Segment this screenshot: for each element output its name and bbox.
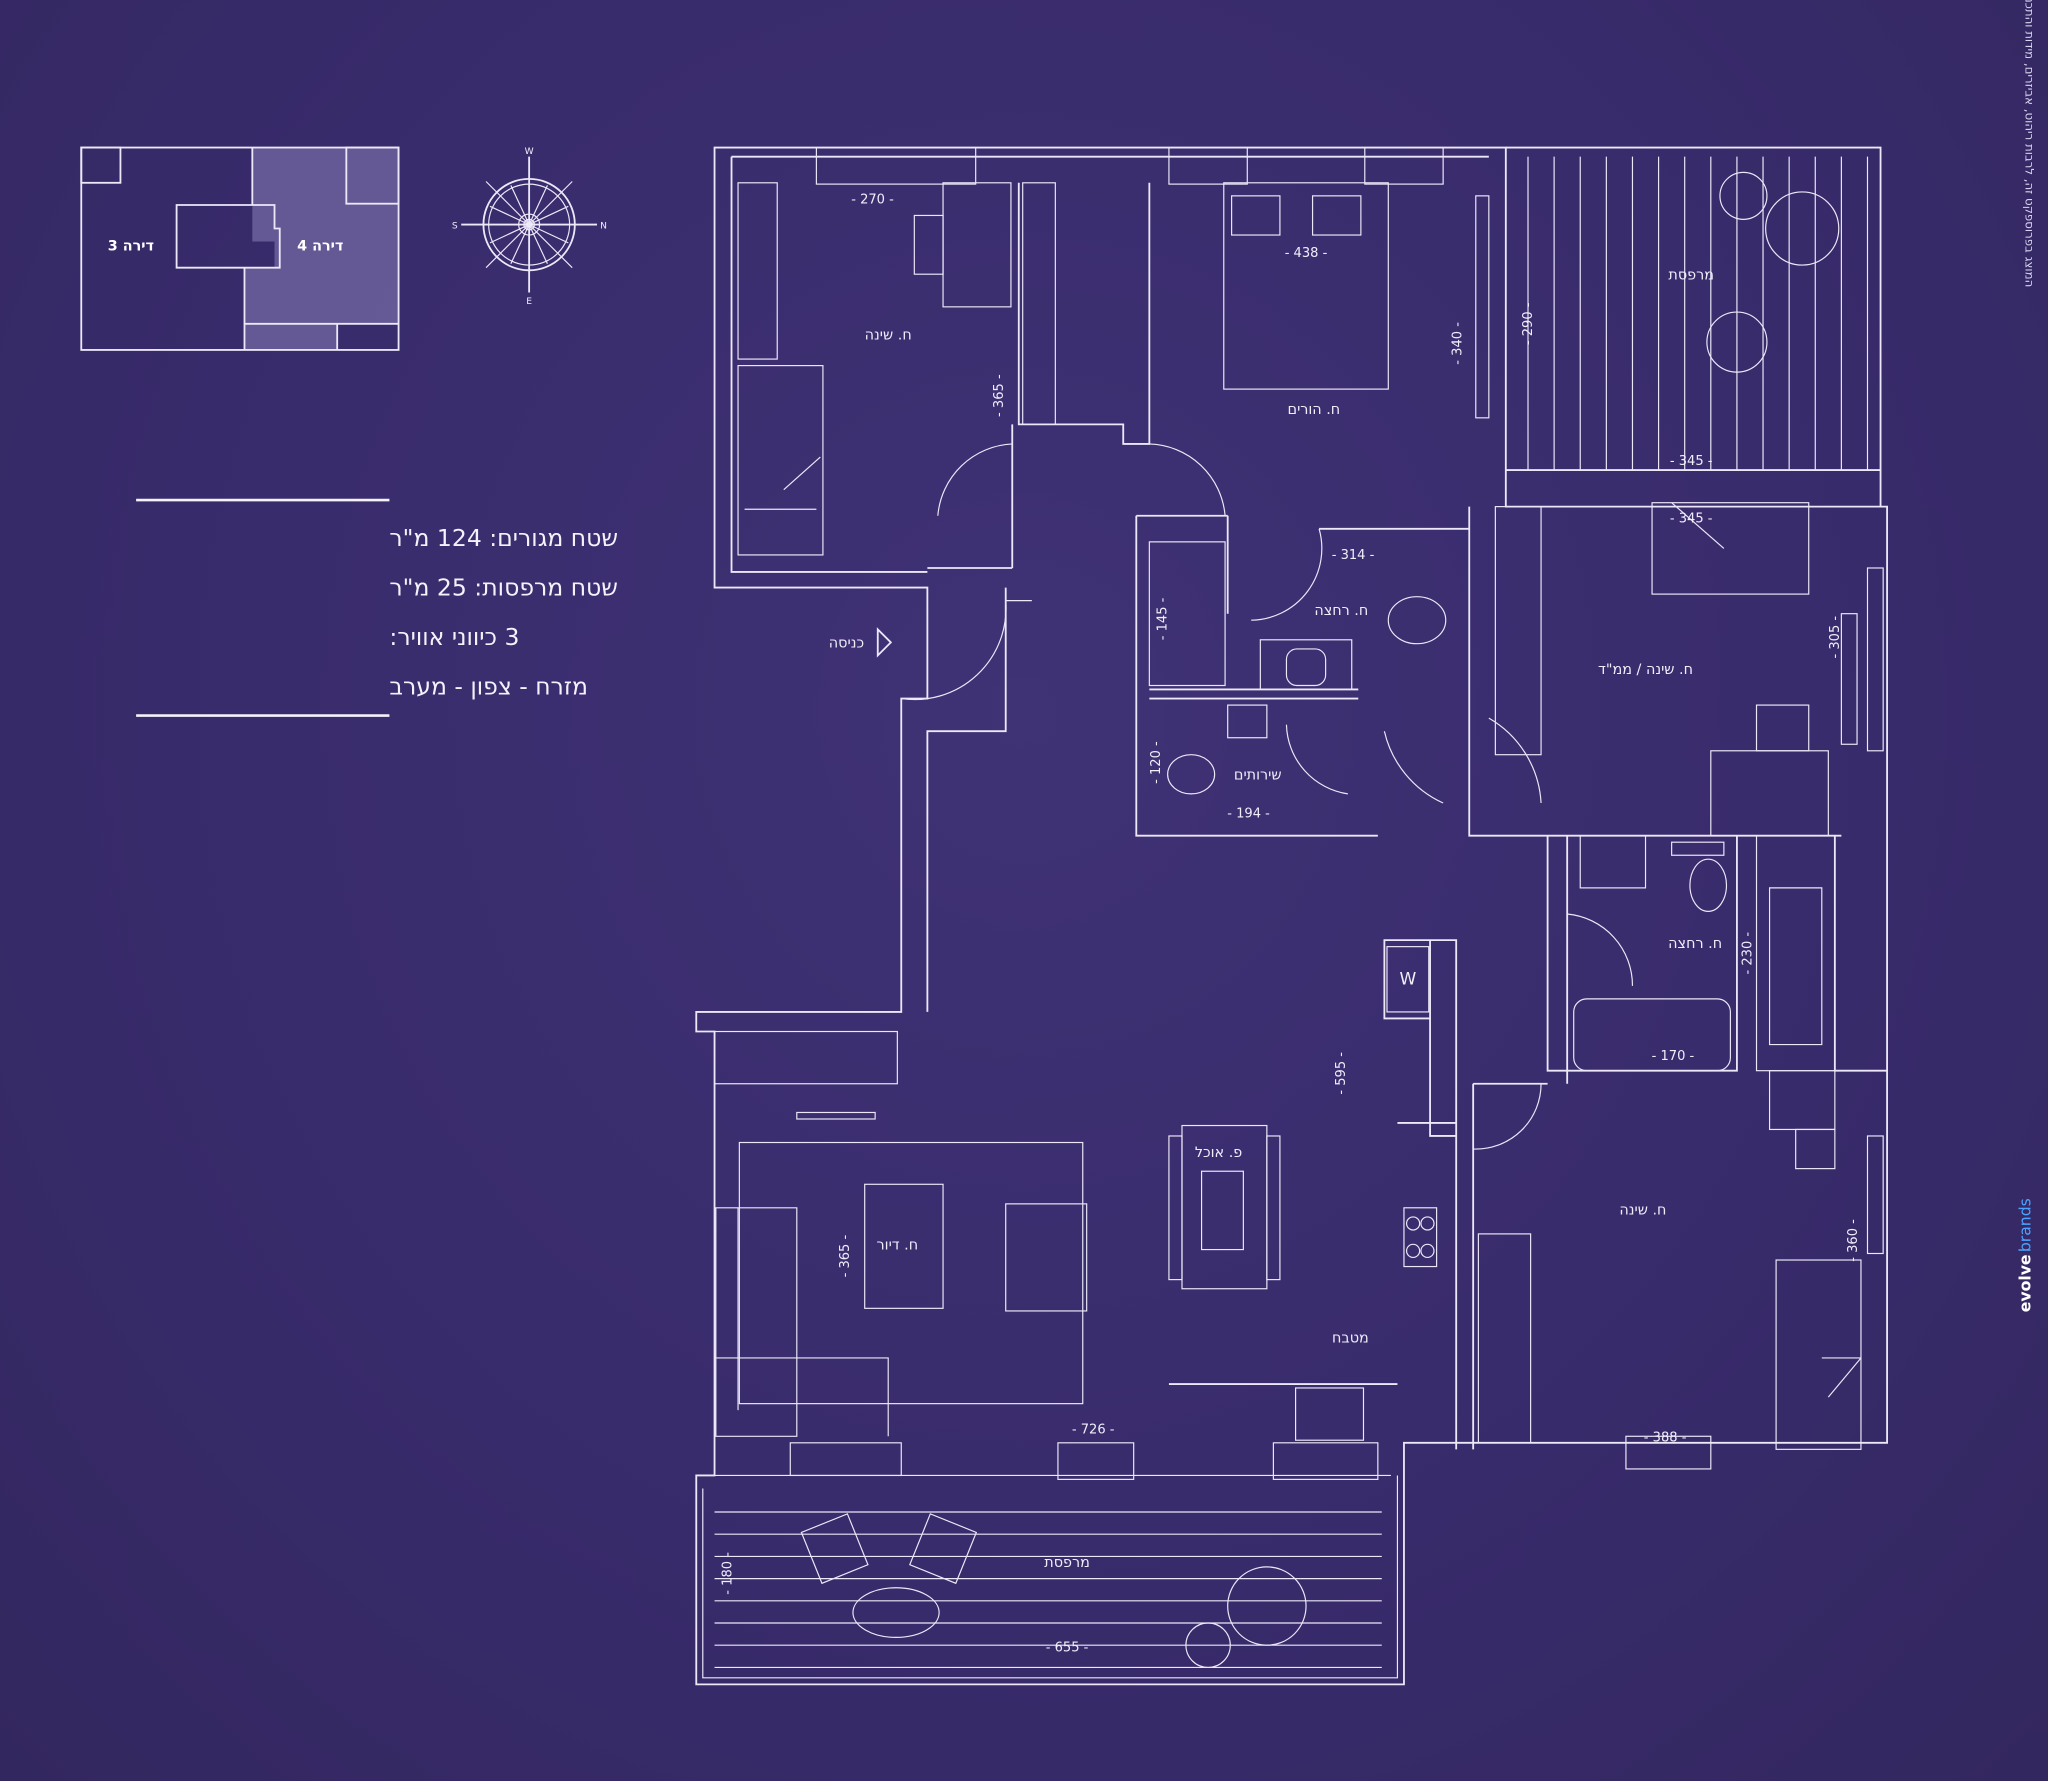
brand-logo-part1: evolve [2016, 1254, 2035, 1312]
plant-icon [1765, 191, 1840, 266]
plant-icon [1227, 1566, 1307, 1646]
dimension-label: - 170 - [1652, 1049, 1695, 1064]
disclaimer-text: המוצג בפרוספקט זה, לרבות ריהוט, אביזרים,… [2022, 0, 2036, 287]
living-area-text: שטח מגורים: 124 מ"ר [389, 524, 618, 552]
dimension-label: - 655 - [1046, 1641, 1089, 1656]
entrance-arrow-icon [876, 627, 893, 658]
room-label-bedroom-3: ח. שינה [1619, 1202, 1666, 1218]
compass-south-label: S [452, 222, 458, 232]
dimension-label: - 305 - [1828, 616, 1843, 659]
dimension-label: - 270 - [851, 193, 894, 208]
compass-icon: W N S E [452, 147, 607, 307]
room-label-bedroom-1: ח. שינה [865, 327, 912, 343]
washer-label: W [1399, 970, 1416, 990]
room-label-kitchen: מטבח [1332, 1330, 1369, 1346]
dimension-label: - 388 - [1644, 1431, 1687, 1446]
floor-plan: ח. שינה ח. הורים מרפסת ח. רחצה שירותים ח… [695, 146, 1888, 1686]
dimension-label: - 595 - [1334, 1052, 1349, 1095]
room-label-living: ח. דיור [877, 1238, 919, 1254]
key-plan-apartment-3-label: דירה 3 [108, 239, 154, 255]
plant-icon [1185, 1622, 1231, 1668]
dimension-label: - 345 - [1670, 454, 1713, 469]
room-label-master-bedroom: ח. הורים [1288, 402, 1341, 418]
dimension-label: - 314 - [1332, 548, 1375, 563]
lounge-chair-icon [800, 1513, 869, 1585]
stove-icon [1403, 1207, 1438, 1268]
dimension-label: - 365 - [992, 374, 1007, 417]
dimension-label: - 345 - [1670, 511, 1713, 526]
dimension-label: - 145 - [1155, 597, 1170, 640]
dimension-label: - 438 - [1285, 246, 1328, 261]
compass-north-label: N [600, 222, 607, 232]
dimension-label: - 290 - [1521, 302, 1536, 345]
compass-west-label: W [525, 147, 534, 157]
dimension-label: - 340 - [1450, 322, 1465, 365]
info-panel: שטח מגורים: 124 מ"ר שטח מרפסות: 25 מ"ר 3… [136, 498, 618, 717]
key-plan-apartment-4-label: דירה 4 [297, 239, 343, 255]
deck-planks [1527, 156, 1869, 471]
brand-logo: evolve brands [2016, 1198, 2035, 1312]
sink-icon [1295, 1387, 1365, 1441]
lounge-chair-icon [909, 1513, 978, 1585]
room-label-bathroom-1: ח. רחצה [1314, 603, 1368, 619]
dimension-label: - 194 - [1227, 806, 1270, 821]
balcony-area-text: שטח מרפסות: 25 מ"ר [389, 573, 618, 601]
air-directions-title: 3 כיווני אוויר: [389, 623, 519, 651]
plant-icon [1719, 171, 1768, 220]
dimension-label: - 120 - [1149, 741, 1164, 784]
compass-east-label: E [526, 297, 532, 307]
dimension-label: - 360 - [1846, 1219, 1861, 1262]
entrance-label: כניסה [829, 636, 864, 652]
dimension-label: - 180 - [721, 1552, 736, 1595]
air-directions-text: מזרח - צפון - מערב [389, 673, 588, 701]
room-label-balcony-bottom: מרפסת [1044, 1555, 1090, 1571]
room-label-safe-room: ח. שינה / ממ"ד [1598, 662, 1693, 678]
dimension-label: - 726 - [1072, 1423, 1115, 1438]
washer-icon [1386, 946, 1430, 1013]
key-plan: דירה 3 דירה 4 [80, 146, 400, 351]
key-plan-highlight [244, 147, 399, 350]
brand-logo-part2: brands [2016, 1198, 2035, 1252]
room-label-balcony-top: מרפסת [1668, 267, 1714, 283]
room-label-dining: פ. אוכל [1195, 1145, 1242, 1161]
dimension-label: - 230 - [1740, 932, 1755, 975]
room-label-toilet: שירותים [1234, 768, 1282, 784]
dimension-label: - 365 - [838, 1235, 853, 1278]
room-label-bathroom-2: ח. רחצה [1668, 936, 1722, 952]
